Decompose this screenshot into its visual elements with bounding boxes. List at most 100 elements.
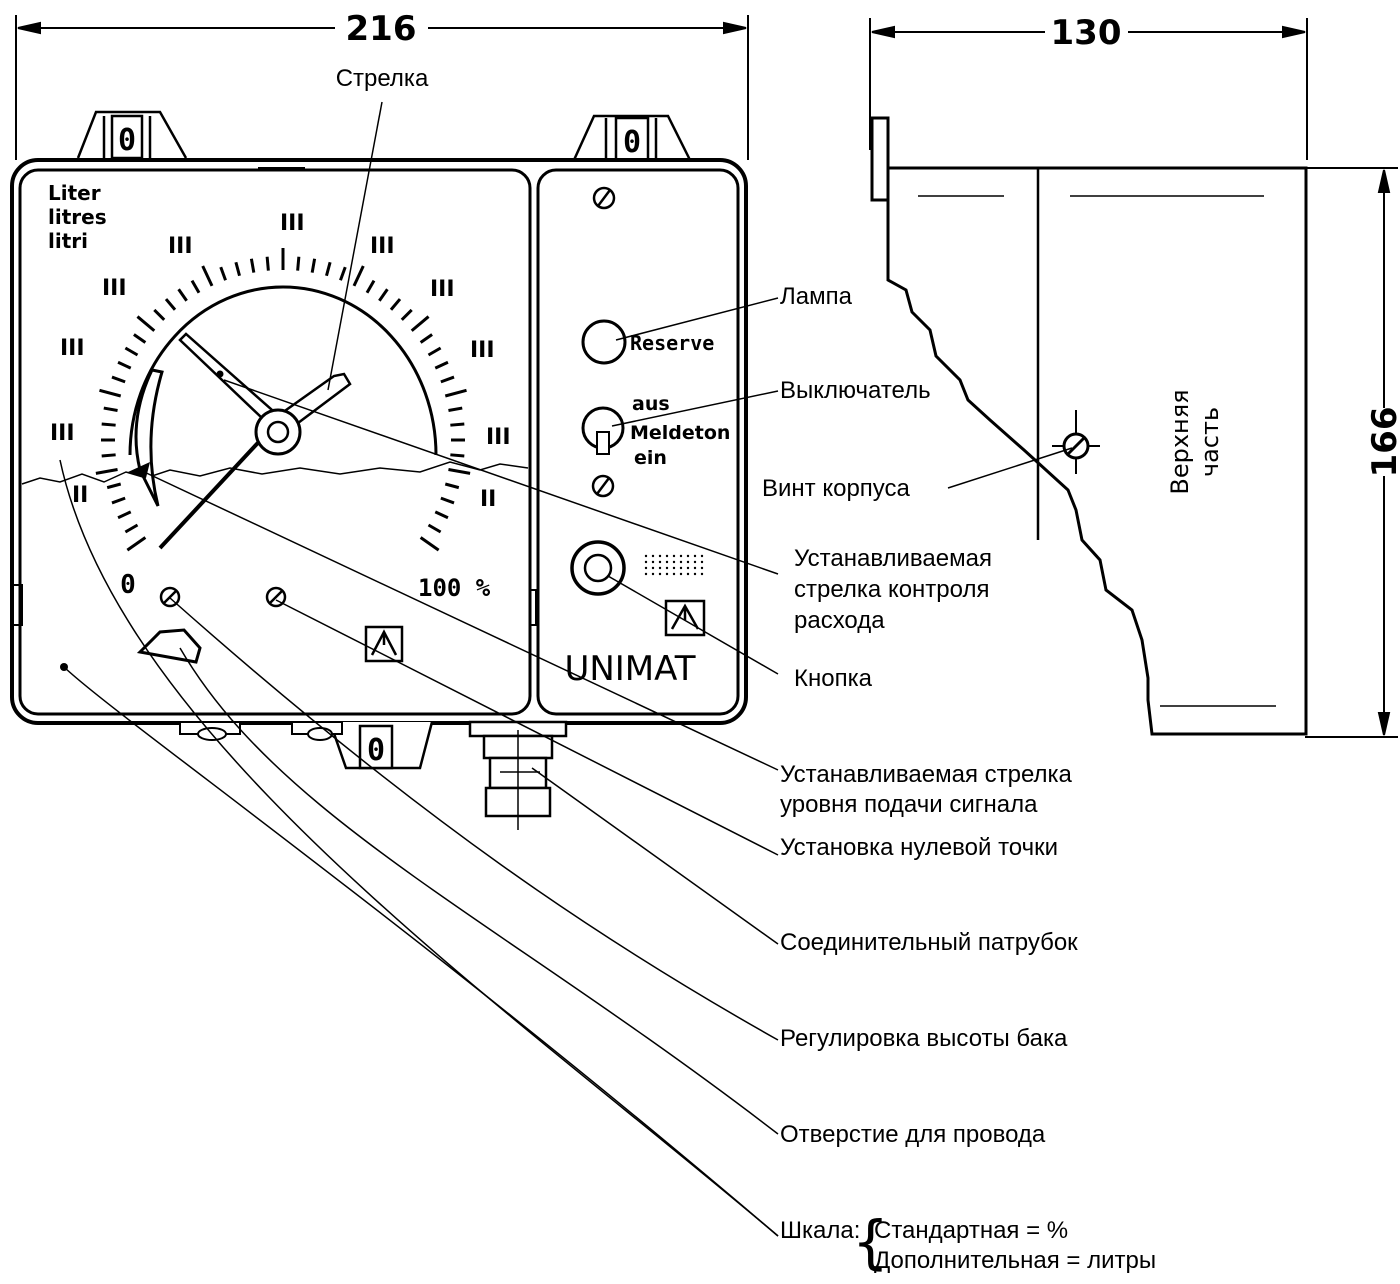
label-needle: Стрелка [336,65,429,92]
dial-tick [410,315,430,332]
dial-tick [365,279,376,294]
approval-mark-right [664,599,706,637]
test-button[interactable] [570,540,626,596]
svg-text:III: III [486,425,511,450]
dial-tick [265,256,270,271]
connector-fitting [468,720,568,830]
grille-dot [693,560,697,564]
grille-dot [693,554,697,558]
grille-dot [651,560,655,564]
label-case-screw: Винт корпуса [762,475,911,502]
dimension-width-label: 216 [346,9,417,49]
dial-tick [101,453,116,458]
dial-tick [133,333,147,344]
dimension-depth-label: 130 [1051,13,1122,53]
top-part-label: Верхняя часть [1166,389,1224,494]
svg-text:III: III [280,211,305,236]
grille-dot [672,572,676,576]
dial-tick [444,482,460,490]
dial-tick [444,388,467,398]
grille-dot [700,554,704,558]
dial-tick [117,510,132,520]
grille-dot [700,566,704,570]
switch-ein-label: ein [634,447,667,469]
scale-brace: { [852,1208,889,1276]
label-wire-hole: Отверстие для провода [780,1121,1046,1148]
grille-dot [658,566,662,570]
dial-tick [136,315,156,332]
dial-tick [419,536,440,552]
dimension-height [1305,167,1398,738]
reserve-lamp [581,319,627,365]
dial-tick [310,258,317,273]
dial-tick [124,346,139,357]
svg-text:litres: litres [48,205,107,229]
svg-text:litri: litri [48,229,88,253]
dial-tick [201,265,214,287]
grille-dot [658,560,662,564]
dial-tick [234,261,241,277]
label-scale-standard: Стандартная = % [874,1217,1068,1244]
dimension-width [15,15,749,160]
dial-tick [124,523,139,534]
speaker-grille [644,554,704,576]
dial-tick [448,468,471,475]
grille-dot [686,560,690,564]
label-consumption-needle-1: Устанавливаемая [794,545,992,572]
grille-dot [679,566,683,570]
dial-tick [440,496,455,505]
grille-dot [700,560,704,564]
grille-dot [672,566,676,570]
dial-tick [249,258,256,273]
grille-dot [644,560,648,564]
panel-screw-bottom-icon [591,474,615,498]
bracket-mark-bottom: 0 [367,733,385,768]
cable-glands [179,721,343,741]
label-connector: Соединительный патрубок [780,929,1078,956]
grille-dot [644,572,648,576]
dial-tick [219,266,227,281]
grille-dot [658,572,662,576]
grille-dot [665,554,669,558]
dial-tick [111,375,126,384]
label-scale-extra: Дополнительная = литры [874,1247,1156,1274]
dial-tick [95,468,118,475]
svg-text:часть: часть [1196,407,1224,477]
label-consumption-needle-2: стрелка контроля [794,576,989,603]
grille-dot [644,554,648,558]
dial-tick [352,265,365,287]
dial-tick [177,288,188,302]
grille-dot [644,566,648,570]
dial-tick [190,279,201,294]
label-signal-needle-2: уровня подачи сигнала [780,791,1038,818]
dial-tick [434,510,449,520]
mounting-bracket-top-right [572,114,692,162]
dial-tick [101,422,116,427]
label-zero-point: Установка нулевой точки [780,834,1058,861]
dimension-height-label: 166 [1365,407,1400,478]
dial-tick [325,261,332,277]
liter-label: Liter litres litri [48,181,107,253]
dial-tick [103,406,118,412]
grille-dot [651,554,655,558]
grille-dot [665,560,669,564]
label-tank-height: Регулировка высоты бака [780,1025,1068,1052]
dial-tick [389,298,402,311]
grille-dot [679,554,683,558]
grille-dot [679,560,683,564]
brand-label: UNIMAT [564,649,695,689]
grille-dot [700,572,704,576]
grille-dot [686,566,690,570]
dial-tick [339,266,347,281]
liter-scale-marks: III III III III III III III III III II I… [50,211,511,512]
svg-text:III: III [168,234,193,259]
scale-min-label: 0 [120,570,136,600]
dial-tick [296,256,301,271]
alarm-switch[interactable] [581,406,625,455]
dial-tick [400,308,413,321]
grille-dot [679,572,683,576]
grille-dot [665,566,669,570]
svg-text:III: III [470,338,495,363]
grille-dot [658,554,662,558]
